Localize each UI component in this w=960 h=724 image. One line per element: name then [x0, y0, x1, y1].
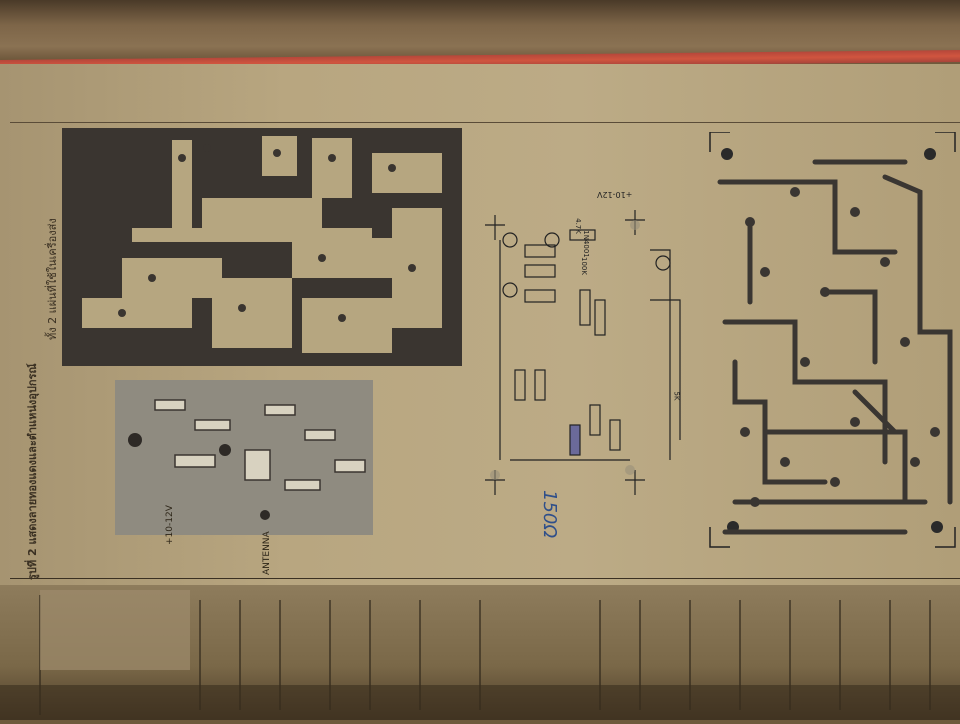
divider	[10, 578, 960, 579]
figure-caption-line2: ทั้ง 2 แผ่นที่ใช้ในเครื่องส่ง	[46, 218, 59, 340]
pcb-trace-pattern	[709, 132, 956, 548]
handwritten-note: 150Ω	[539, 490, 560, 539]
copper-pcb-pattern	[62, 128, 462, 366]
figure-caption-line1: รูปที่ 2 แสดงลายทองแดงและตำแหน่งอุปกรณ์	[24, 140, 42, 580]
component-board-photo	[115, 380, 373, 535]
text-lines	[0, 590, 960, 720]
resistor-label: 4.7K	[573, 218, 582, 234]
antenna-label: ANTENNA	[262, 531, 272, 575]
diagram-supply-label: +10-12V	[597, 190, 633, 199]
figure-label: รูปที่ 2	[26, 548, 39, 580]
trim-label: 5K	[672, 391, 681, 401]
divider	[10, 122, 960, 123]
caption-text: แสดงลายทองแดงและตำแหน่งอุปกรณ์	[26, 363, 39, 545]
component-layout-diagram	[485, 210, 681, 495]
supply-label: +10-12V	[165, 505, 175, 545]
diode-label: 1N4001	[581, 230, 590, 258]
components	[128, 399, 366, 520]
next-page-text	[0, 585, 960, 720]
pot-label: 100K	[579, 257, 588, 275]
